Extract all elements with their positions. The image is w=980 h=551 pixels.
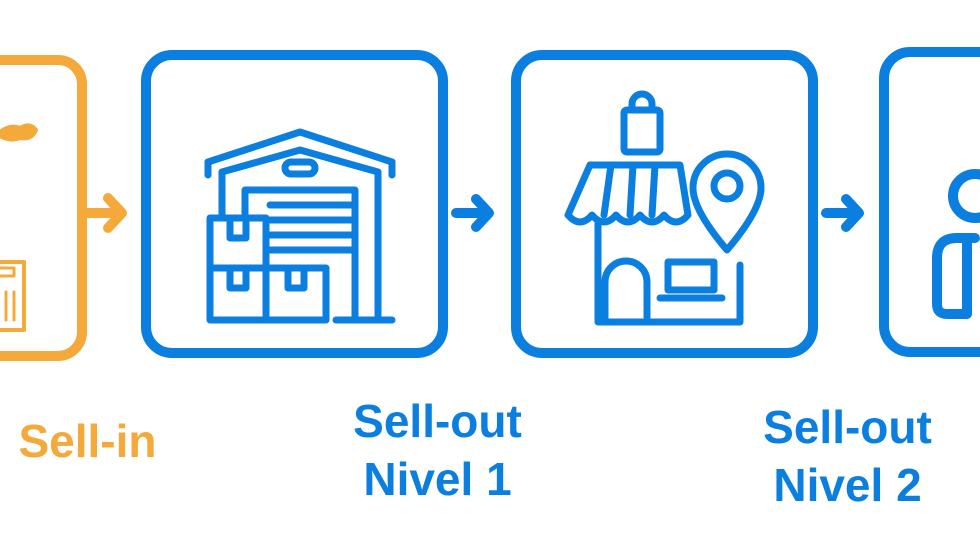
stage-sell-in-box: [0, 55, 87, 361]
stage-consumer-box: [879, 47, 980, 357]
stage-label-sell-out-1: Sell-out Nivel 1: [310, 392, 565, 508]
arrow-icon: [79, 193, 127, 233]
stage-label-sell-out-2: Sell-out Nivel 2: [720, 398, 975, 514]
person-icon: [932, 169, 980, 319]
stage-label-line: Sell-in: [18, 415, 157, 467]
stage-sell-out-2-box: [511, 50, 818, 358]
stage-label-line: Sell-out: [353, 395, 522, 447]
stage-label-sell-in: Sell-in: [0, 412, 195, 470]
arrow-icon: [451, 194, 494, 232]
factory-calculator-icon: [0, 123, 38, 332]
store-location-icon: [564, 90, 765, 326]
warehouse-icon: [204, 128, 396, 324]
stage-sell-out-1-box: [141, 50, 448, 358]
stage-label-line: Nivel 2: [773, 459, 922, 511]
stage-label-line: Sell-out: [763, 401, 932, 453]
arrow-icon: [821, 194, 864, 232]
stage-label-line: Nivel 1: [363, 453, 512, 505]
